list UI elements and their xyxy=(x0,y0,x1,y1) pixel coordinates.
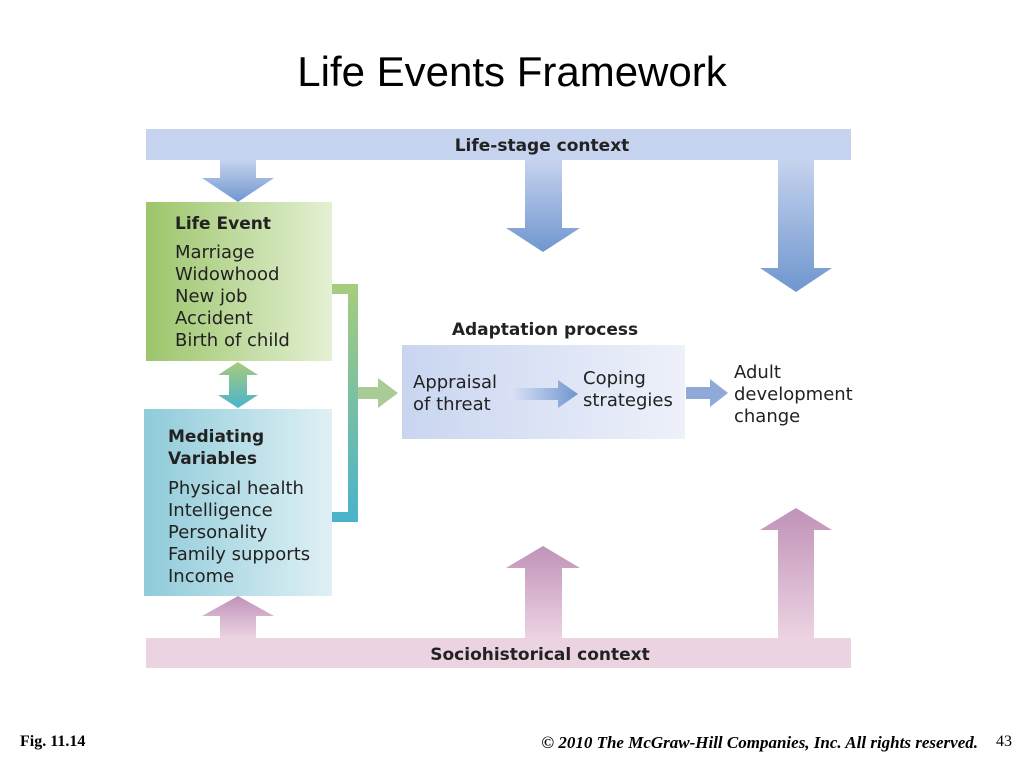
bidirectional-arrow xyxy=(218,362,258,408)
mediating-title-line: Variables xyxy=(168,449,257,469)
appraisal-line: of threat xyxy=(413,394,491,415)
mediating-item: Family supports xyxy=(168,544,310,565)
mediating-item: Personality xyxy=(168,522,268,543)
mediating-item: Intelligence xyxy=(168,500,273,521)
coping-line: strategies xyxy=(583,390,673,411)
bottom-context-band xyxy=(146,638,851,668)
page-number: 43 xyxy=(996,733,1012,750)
top-arrow-right xyxy=(760,160,832,292)
life-event-item: Widowhood xyxy=(175,264,279,285)
mediating-title-line: Mediating xyxy=(168,427,264,447)
connector-arrow xyxy=(358,378,398,408)
outcome-line: change xyxy=(734,406,800,427)
life-event-box xyxy=(146,202,332,361)
bottom-arrow-left xyxy=(202,596,274,638)
adaptation-title: Adaptation process xyxy=(452,320,638,340)
top-arrow-left xyxy=(202,160,274,202)
outcome-line: development xyxy=(734,384,853,405)
connector-line xyxy=(332,284,358,522)
slide-title: Life Events Framework xyxy=(297,48,727,95)
figure-label: Fig. 11.14 xyxy=(20,733,86,750)
life-event-item: New job xyxy=(175,286,247,307)
appraisal-line: Appraisal xyxy=(413,372,497,393)
life-event-item: Marriage xyxy=(175,242,255,263)
top-context-label: Life-stage context xyxy=(455,136,630,156)
mediating-variables-box xyxy=(144,409,332,596)
life-event-item: Accident xyxy=(175,308,253,329)
top-context-band xyxy=(146,129,851,160)
bottom-arrow-right xyxy=(760,508,832,638)
top-arrow-middle xyxy=(506,160,580,252)
copyright-notice: © 2010 The McGraw-Hill Companies, Inc. A… xyxy=(541,733,978,752)
outcome-line: Adult xyxy=(734,362,781,383)
mediating-item: Income xyxy=(168,566,234,587)
adaptation-to-outcome-arrow xyxy=(686,379,728,407)
life-events-diagram: Life-stage context Life Event Marriage W… xyxy=(144,129,853,668)
coping-line: Coping xyxy=(583,368,646,389)
life-event-title: Life Event xyxy=(175,214,271,234)
bottom-context-label: Sociohistorical context xyxy=(430,645,649,665)
life-event-item: Birth of child xyxy=(175,330,290,351)
bottom-arrow-middle xyxy=(506,546,580,638)
mediating-item: Physical health xyxy=(168,478,304,499)
appraisal-to-coping-arrow xyxy=(510,380,578,408)
